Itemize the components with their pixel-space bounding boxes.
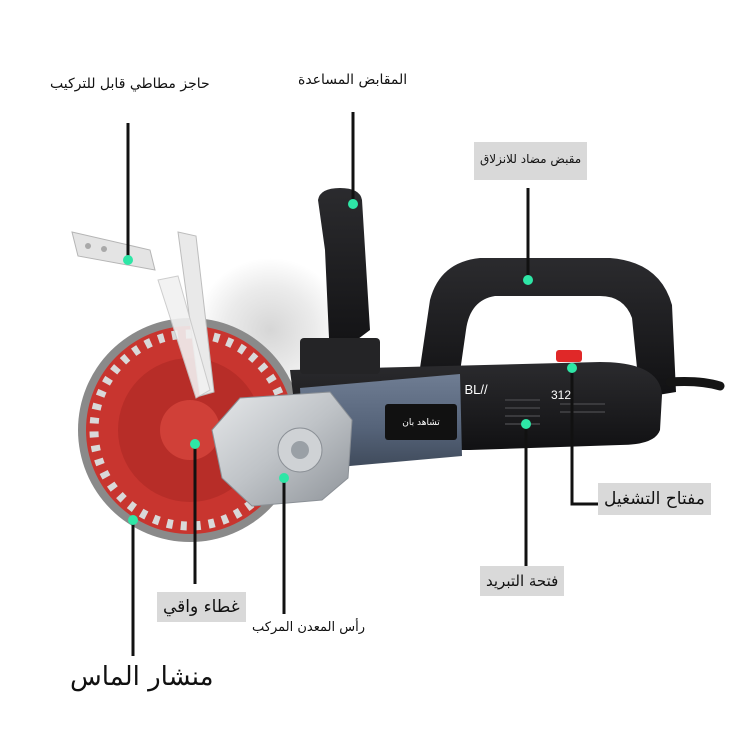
pointer-dot-metal-head <box>279 473 289 483</box>
label-protective-cover: غطاء واقي <box>157 592 246 622</box>
aux-handle-shape <box>318 188 370 360</box>
pointer-dot-aux-handle <box>348 199 358 209</box>
power-switch-button <box>556 350 582 362</box>
brand-text: BL// <box>464 382 488 397</box>
pointer-dot-power-switch <box>567 363 577 373</box>
label-power-switch: مفتاح التشغيل <box>598 483 711 515</box>
pointer-dot-protective-cover <box>190 439 200 449</box>
label-diamond-saw: منشار الماس <box>70 662 214 692</box>
pointer-dot-cooling-vent <box>521 419 531 429</box>
leader-lines <box>126 112 598 656</box>
label-aux-handle: المقابض المساعدة <box>298 72 408 88</box>
plate-text: تشاهد بان <box>402 418 440 428</box>
label-rubber-guard: حاجز مطاطي قابل للتركيب <box>50 76 210 92</box>
anti-slip-handle-shape <box>420 258 676 398</box>
pointer-dot-rubber-guard <box>123 255 133 265</box>
label-metal-head: رأس المعدن المركب <box>252 620 365 635</box>
pointer-dot-diamond-saw <box>128 515 138 525</box>
model-text: 312 <box>551 388 571 402</box>
pointer-dot-anti-slip-handle <box>523 275 533 285</box>
label-cooling-vent: فتحة التبريد <box>480 566 565 596</box>
rubber-guard-plate <box>71 231 156 271</box>
label-anti-slip-handle: مقبض مضاد للانزلاق <box>474 142 588 180</box>
